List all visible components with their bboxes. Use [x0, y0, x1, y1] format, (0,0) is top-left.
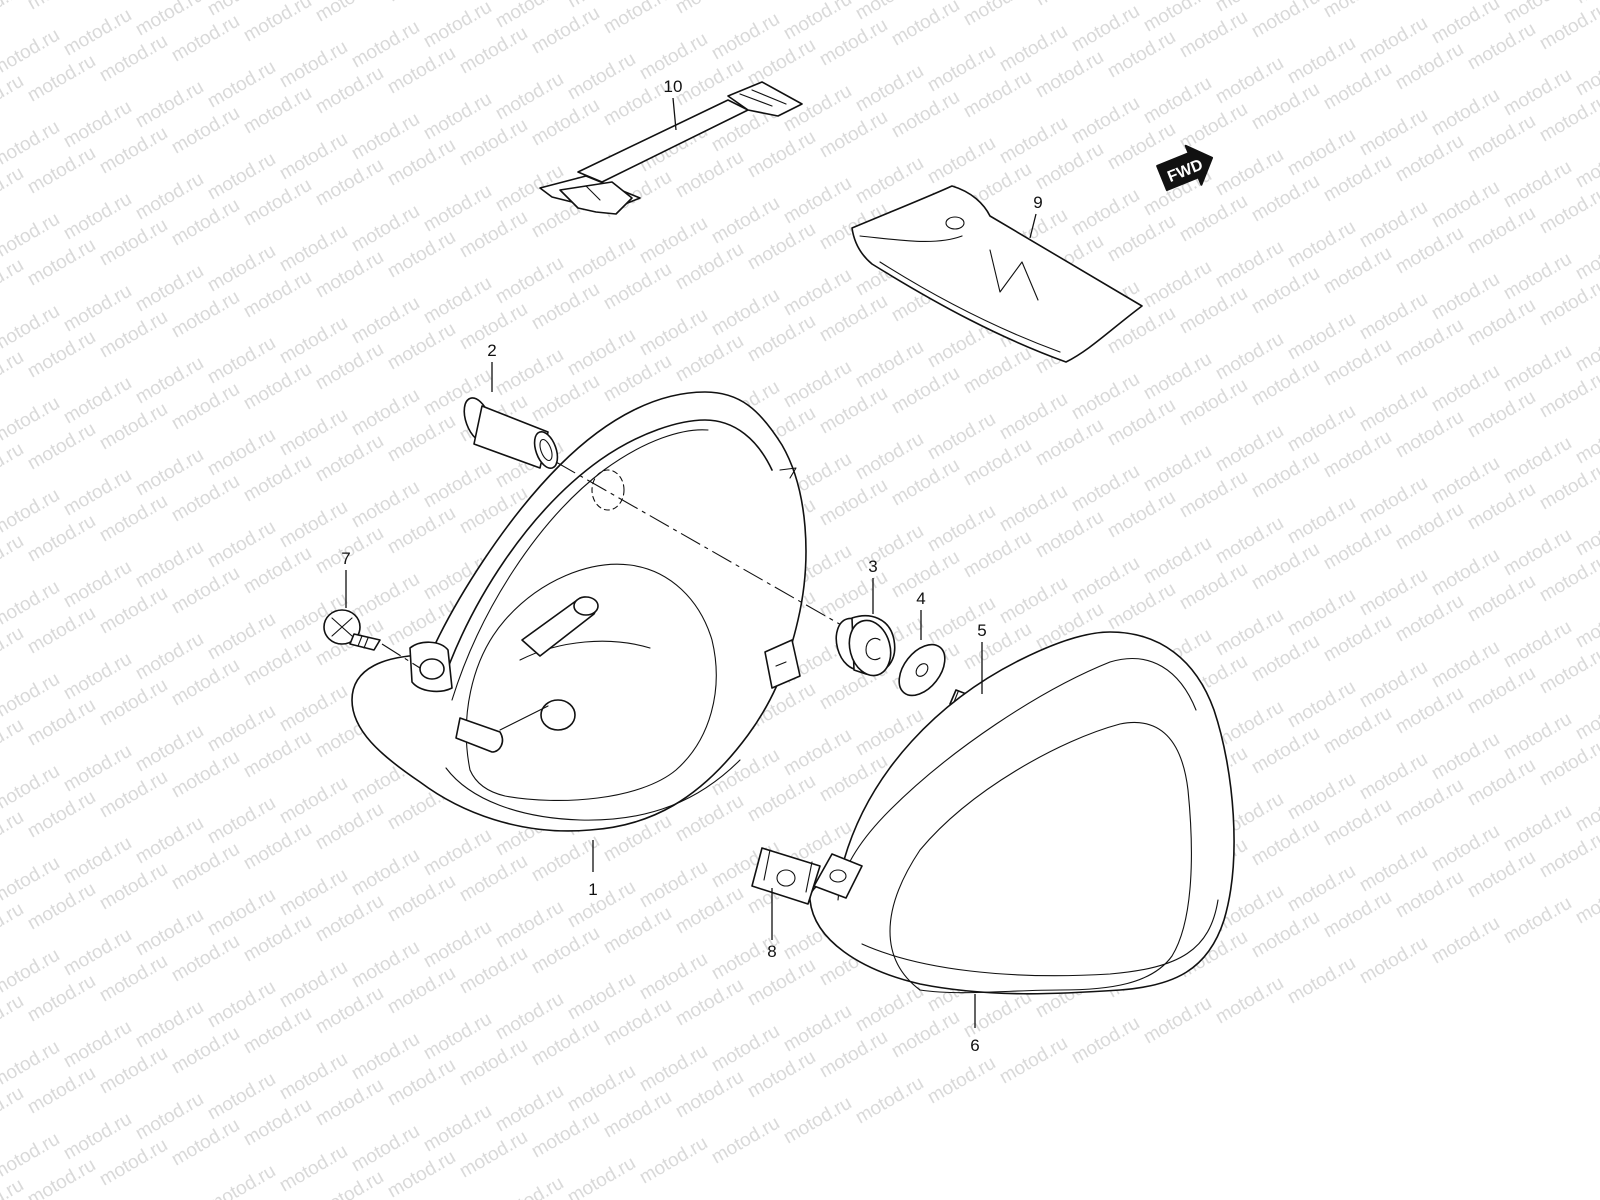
watermark-text: motod.ru	[0, 347, 27, 403]
watermark-text: motod.ru	[0, 899, 27, 955]
watermark-text: motod.ru	[1572, 597, 1600, 653]
watermark-text: motod.ru	[0, 71, 27, 127]
watermark-text: motod.ru	[1212, 973, 1287, 1029]
watermark-text: motod.ru	[1284, 953, 1359, 1009]
callout-1: 1	[588, 880, 597, 899]
callout-6: 6	[970, 1036, 979, 1055]
watermark-text: motod.ru	[600, 0, 675, 38]
watermark-text: motod.ru	[1572, 413, 1600, 469]
watermark-text: motod.ru	[24, 0, 99, 14]
watermark-text: motod.ru	[1572, 45, 1600, 101]
watermark-text: motod.ru	[1572, 781, 1600, 837]
watermark-text: motod.ru	[780, 1093, 855, 1149]
watermark-text: motod.ru	[0, 255, 27, 311]
watermark-text: motod.ru	[0, 0, 27, 34]
part-2-mounting-collar	[463, 397, 559, 469]
callout-2: 2	[487, 341, 496, 360]
leader-lines	[345, 97, 1037, 1028]
watermark-text: motod.ru	[996, 1033, 1071, 1089]
assembly-axis-line	[555, 461, 851, 631]
watermark-text: motod.ru	[1572, 229, 1600, 285]
hidden-hole-outline	[591, 469, 625, 511]
watermark-text: motod.ru	[1572, 505, 1600, 561]
watermark-text: motod.ru	[1140, 993, 1215, 1049]
watermark-text: motod.ru	[1068, 1013, 1143, 1069]
watermark-text: motod.ru	[960, 0, 1035, 30]
watermark-text: motod.ru	[312, 0, 387, 26]
watermark-text: motod.ru	[1572, 137, 1600, 193]
callout-10: 10	[664, 77, 683, 96]
part-9-seal-pad	[851, 185, 1143, 363]
watermark-text: motod.ru	[852, 1073, 927, 1129]
watermark-text: motod.ru	[888, 0, 963, 50]
watermark-text: motod.ru	[240, 0, 315, 46]
watermark-text: motod.ru	[672, 0, 747, 18]
callout-7: 7	[341, 549, 350, 568]
part-1-headlamp-housing	[351, 391, 807, 832]
part-6-lens-cover	[809, 631, 1235, 995]
part-3-rubber-cushion	[835, 615, 896, 677]
watermark-text: motod.ru	[0, 1083, 27, 1139]
part-7-screw	[323, 609, 381, 651]
watermark-text: motod.ru	[492, 1173, 567, 1200]
watermark-text: motod.ru	[0, 715, 27, 771]
callout-3: 3	[868, 557, 877, 576]
watermark-text: motod.ru	[0, 163, 27, 219]
watermark-text: motod.ru	[0, 439, 27, 495]
watermark-text: motod.ru	[1572, 0, 1600, 8]
callout-8: 8	[767, 942, 776, 961]
watermark-text: motod.ru	[1320, 0, 1395, 22]
callout-4: 4	[916, 589, 925, 608]
part-10-band-strap	[539, 81, 803, 215]
watermark-text: motod.ru	[204, 1161, 279, 1200]
watermark-text: motod.ru	[1536, 0, 1600, 54]
callout-labels: 1 2 3 4 5 6 7 8 9 10	[341, 77, 1042, 1055]
watermark-text: motod.ru	[0, 991, 27, 1047]
watermark-text: motod.ru	[1500, 893, 1575, 949]
watermark-text: motod.ru	[0, 531, 27, 587]
watermark-text: motod.ru	[1572, 321, 1600, 377]
part-4-washer	[898, 643, 946, 697]
watermark-text: motod.ru	[708, 1113, 783, 1169]
screw-axis-line	[381, 643, 421, 669]
watermark-text: motod.ru	[0, 623, 27, 679]
watermark-text: motod.ru	[1032, 0, 1107, 10]
watermark-text: motod.ru	[564, 1153, 639, 1200]
watermark-text: motod.ru	[636, 1133, 711, 1189]
watermark-text: motod.ru	[1248, 0, 1323, 42]
watermark-text: motod.ru	[0, 807, 27, 863]
watermark-text: motod.ru	[1572, 689, 1600, 745]
watermark-text: motod.ru	[924, 1053, 999, 1109]
watermark-text: motod.ru	[384, 0, 459, 6]
watermark-text: motod.ru	[1428, 913, 1503, 969]
watermark-text: motod.ru	[1572, 873, 1600, 929]
watermark-text: motod.ru	[1392, 0, 1467, 2]
part-8-clip-nut	[751, 847, 821, 905]
callout-5: 5	[977, 621, 986, 640]
watermark-text: motod.ru	[1356, 933, 1431, 989]
callout-9: 9	[1033, 193, 1042, 212]
